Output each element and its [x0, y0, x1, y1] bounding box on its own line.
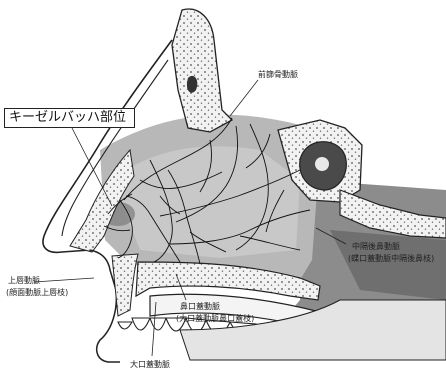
- upper-lip: [90, 250, 138, 362]
- nasal-bone: [172, 9, 232, 132]
- nasopalatine-artery-label: 鼻口蓋動脈: [180, 302, 220, 312]
- kiesselbach-area-label: キーゼルバッハ部位: [4, 108, 135, 128]
- anterior-ethmoidal-artery-label: 前篩骨動脈: [258, 70, 298, 80]
- greater-palatine-artery-label: 大口蓋動脈: [130, 360, 170, 370]
- posterior-septal-artery-sublabel: (蝶口蓋動脈中隔後鼻枝): [348, 254, 434, 264]
- superior-labial-artery-label: 上唇動脈: [8, 276, 40, 286]
- posterior-septal-artery-label: 中隔後鼻動脈: [352, 242, 400, 252]
- superior-labial-artery-sublabel: (顔面動脈上唇枝): [6, 288, 68, 298]
- nasopalatine-artery-sublabel: (大口蓋動脈鼻口蓋枝): [176, 314, 254, 324]
